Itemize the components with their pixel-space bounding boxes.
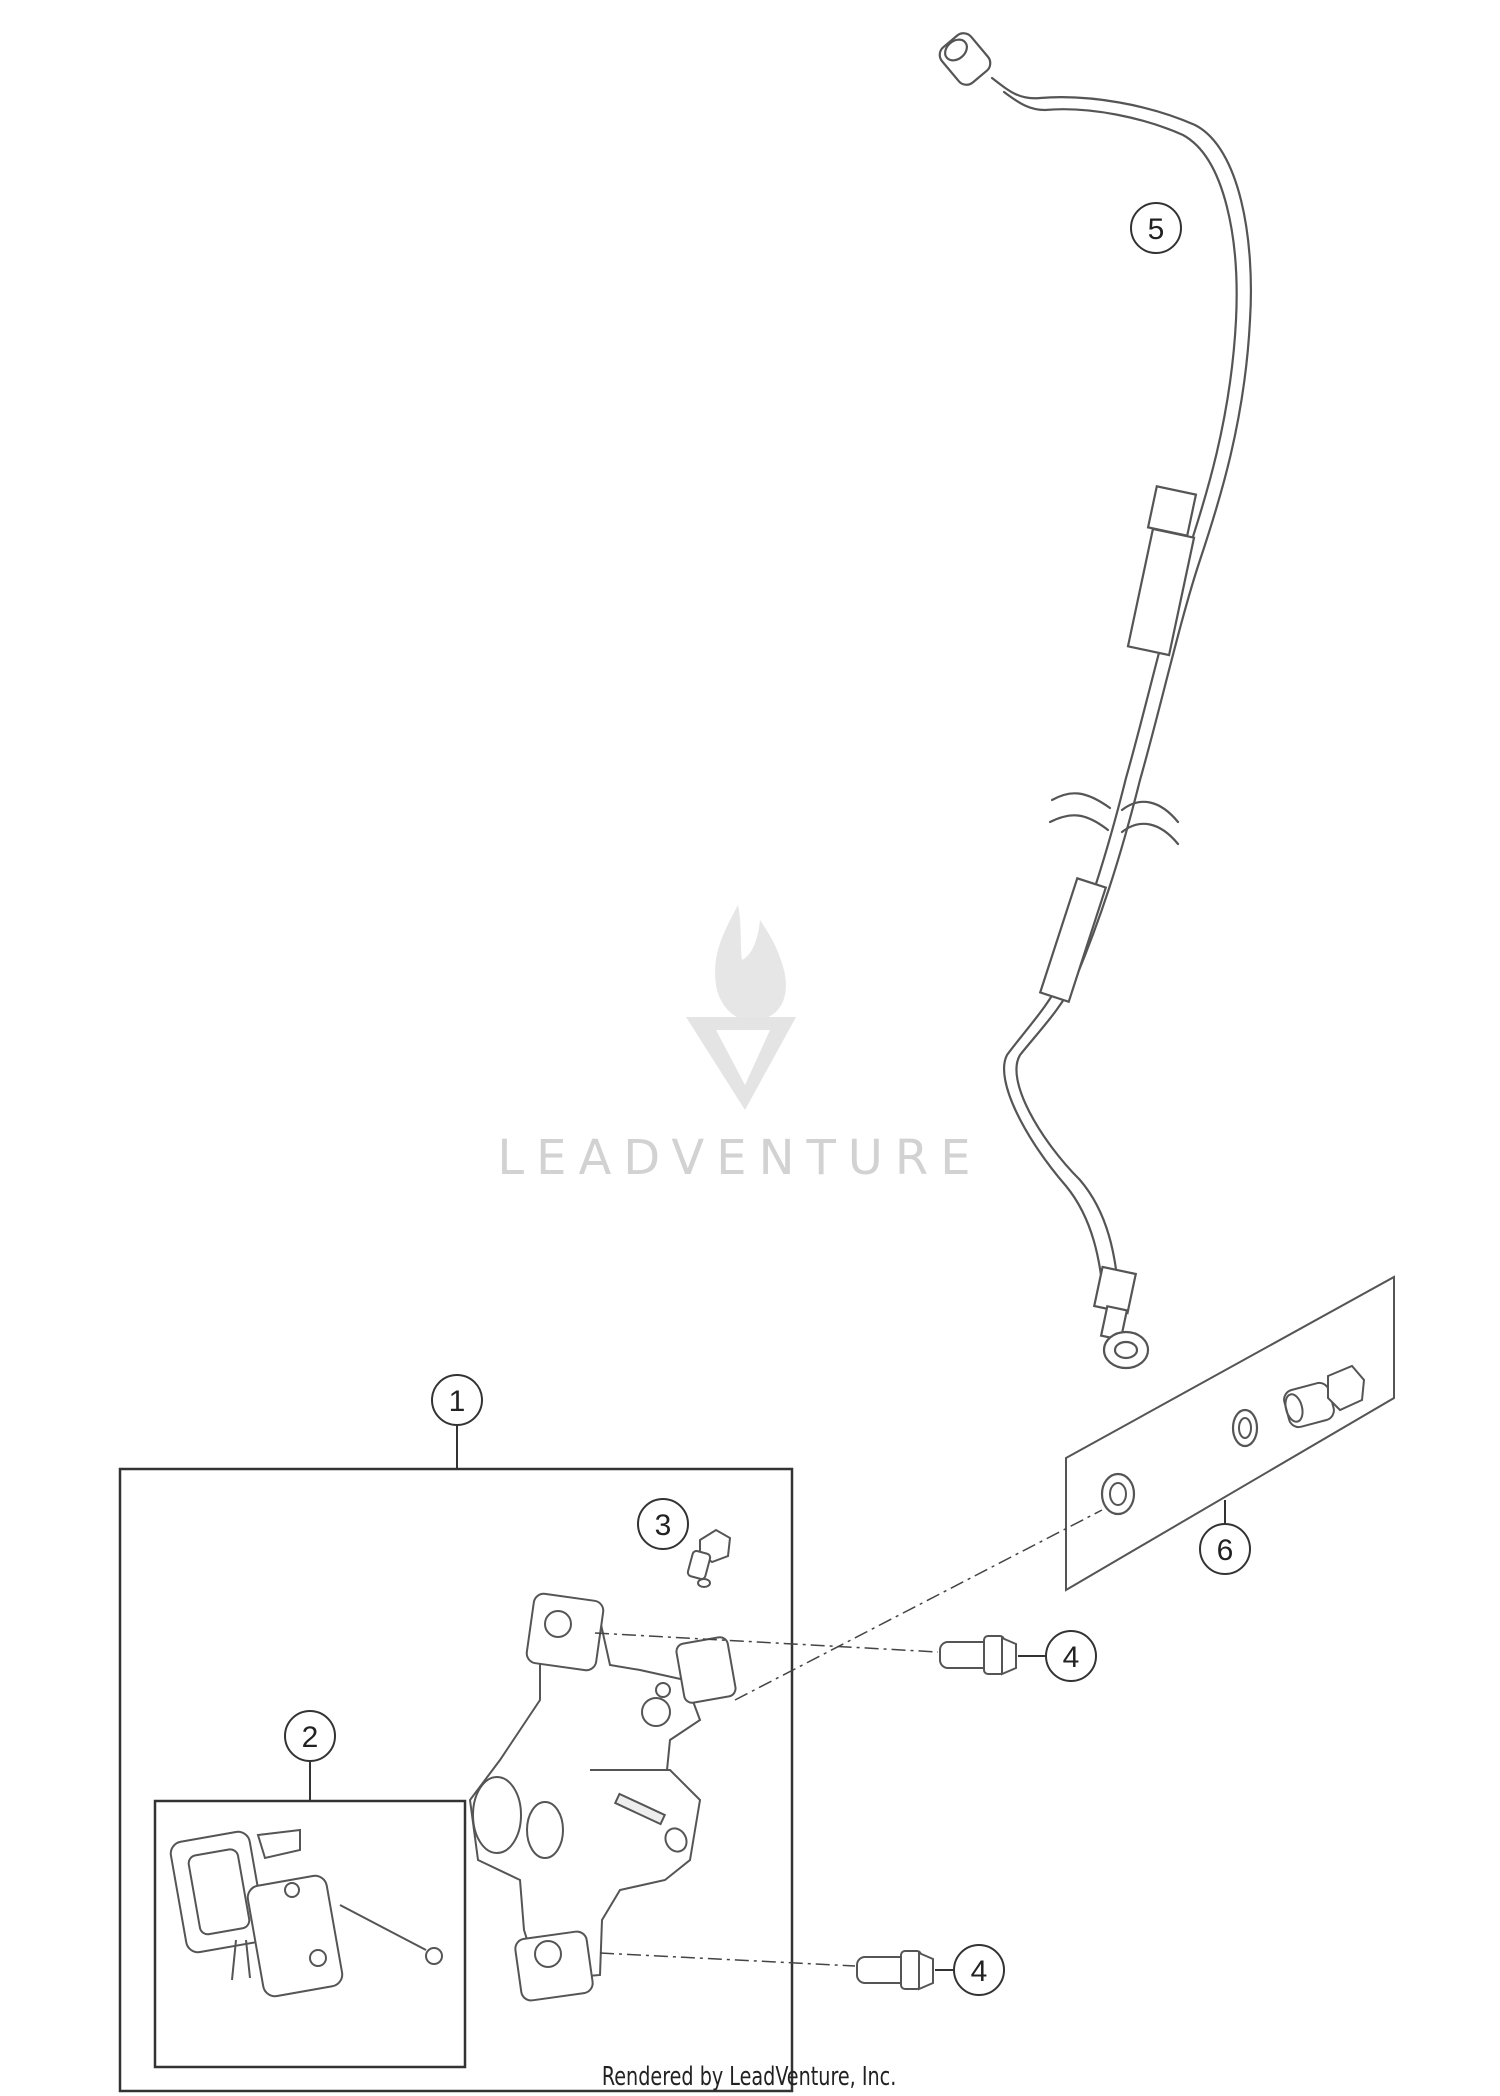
svg-text:1: 1 <box>449 1385 466 1418</box>
callout-4b: 4 <box>953 1944 1005 1996</box>
mounting-bolts <box>856 1635 1017 1991</box>
bleeder-valve <box>686 1528 732 1588</box>
callout-4a: 4 <box>1045 1630 1097 1682</box>
svg-text:5: 5 <box>1148 213 1165 246</box>
callout-6: 6 <box>1199 1523 1251 1575</box>
svg-text:2: 2 <box>302 1721 319 1754</box>
callout-1: 1 <box>431 1374 483 1426</box>
brake-caliper <box>468 1592 737 2002</box>
watermark-v-icon <box>686 1017 796 1110</box>
leader-lines <box>935 1655 1046 1971</box>
brake-pads <box>169 1828 443 1998</box>
watermark-flame-icon <box>715 905 786 1021</box>
watermark-text: LEADVENTURE <box>497 1130 982 1186</box>
svg-text:6: 6 <box>1217 1534 1234 1567</box>
svg-text:4: 4 <box>1063 1641 1080 1674</box>
brake-line <box>938 32 1253 1370</box>
svg-text:4: 4 <box>971 1955 988 1988</box>
banjo-kit-panel <box>1065 1275 1395 1592</box>
svg-text:3: 3 <box>655 1509 672 1542</box>
callout-5: 5 <box>1130 202 1182 254</box>
footer-credit: Rendered by LeadVenture, Inc. <box>601 2062 897 2092</box>
guide-lines <box>594 1509 1103 1967</box>
callout-3: 3 <box>637 1498 689 1550</box>
watermark: LEADVENTURE <box>497 905 982 1186</box>
callout-2: 2 <box>284 1710 336 1762</box>
